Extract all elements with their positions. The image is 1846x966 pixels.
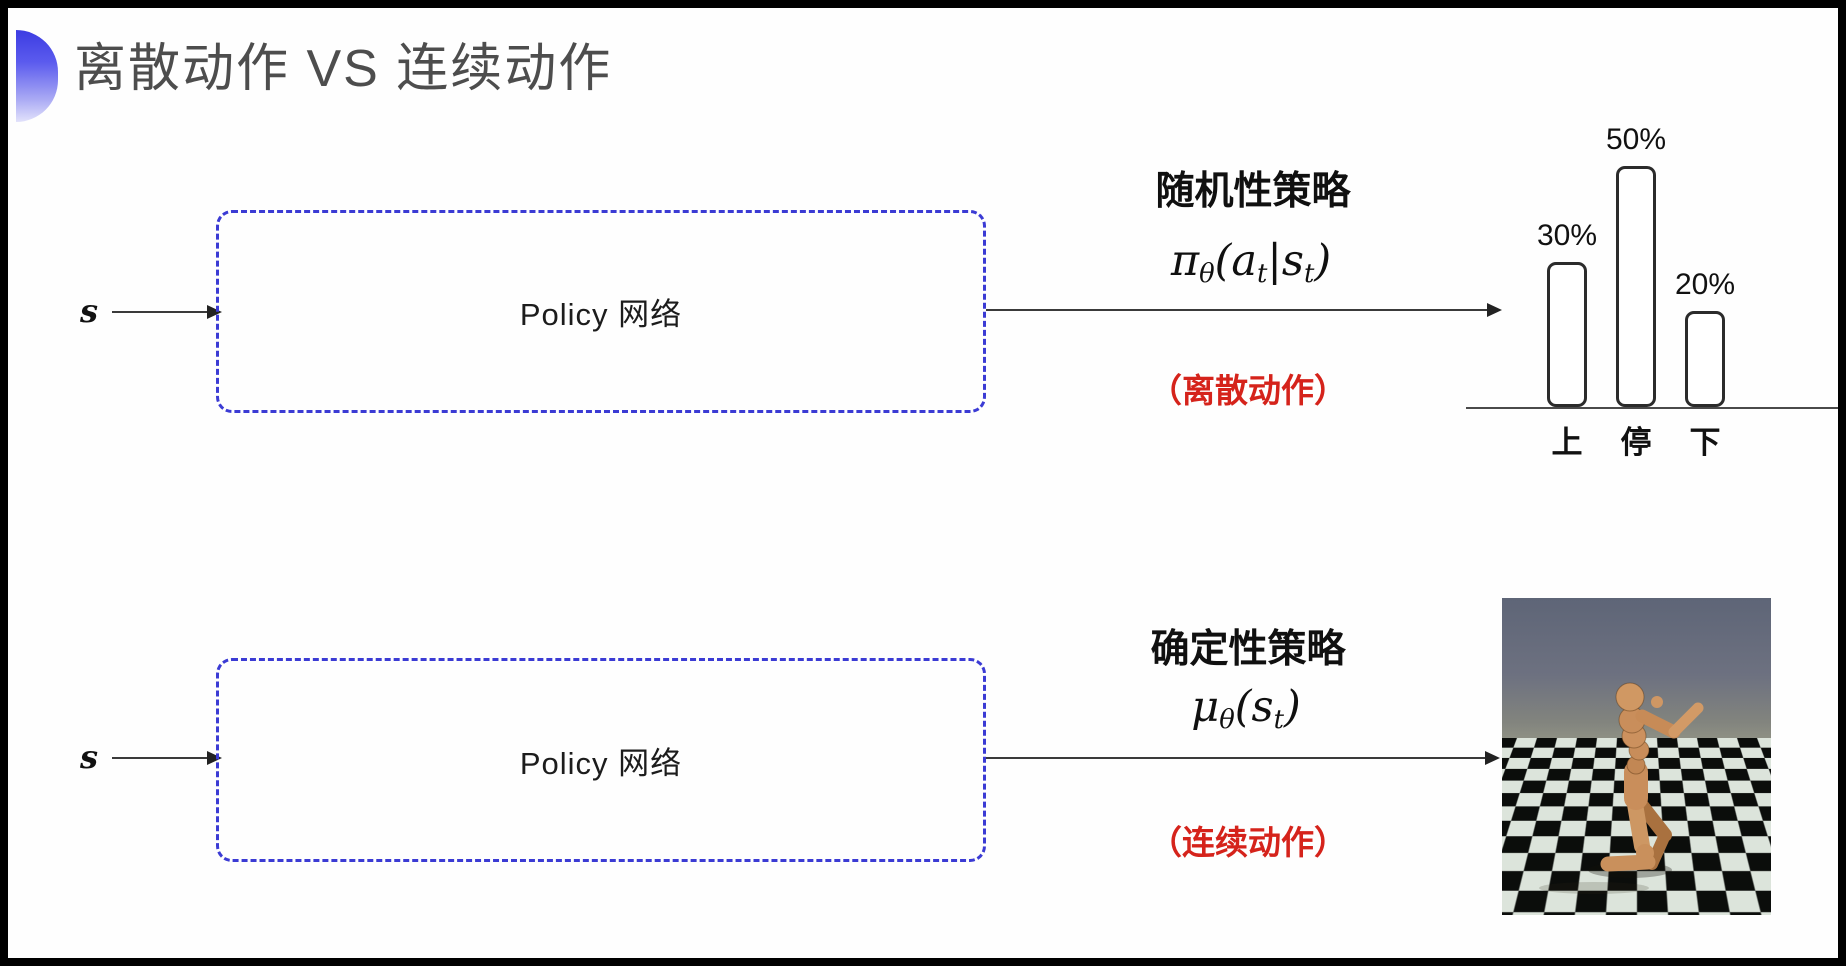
bar-column: 20% bbox=[1677, 268, 1733, 407]
bar-column: 50% bbox=[1608, 123, 1664, 407]
state-input-label-top: s bbox=[80, 292, 98, 330]
output-arrow-top bbox=[986, 309, 1490, 311]
policy-type-title-top: 随机性策略 bbox=[1093, 160, 1413, 216]
output-arrow-bottom bbox=[986, 757, 1488, 759]
continuous-action-note: （连续动作） bbox=[1088, 816, 1408, 864]
title-bullet-icon bbox=[16, 30, 58, 122]
bar-category-label: 上 bbox=[1539, 417, 1595, 462]
page-title: 离散动作 VS 连续动作 bbox=[74, 38, 612, 100]
discrete-action-note: （离散动作） bbox=[1088, 364, 1408, 412]
bar-value-label: 50% bbox=[1606, 123, 1666, 157]
humanoid-robot-image bbox=[1502, 598, 1771, 915]
input-arrow-top bbox=[112, 311, 210, 313]
bar-value-label: 30% bbox=[1537, 219, 1597, 253]
slide: 离散动作 VS 连续动作 s Policy 网络 随机性策略 πθ(at|st)… bbox=[8, 8, 1838, 958]
bar-category-label: 下 bbox=[1677, 417, 1733, 462]
stochastic-policy-formula: πθ(at|st) bbox=[1091, 236, 1411, 289]
bar-column: 30% bbox=[1539, 219, 1595, 407]
policy-network-box-bottom: Policy 网络 bbox=[216, 658, 986, 862]
bar bbox=[1616, 166, 1656, 407]
action-probability-bar-chart: 30% 50% 20% bbox=[1466, 104, 1838, 409]
humanoid-robot-illustration bbox=[1502, 598, 1771, 915]
bar-category-label: 停 bbox=[1608, 417, 1664, 462]
input-arrow-bottom bbox=[112, 757, 210, 759]
policy-network-label-bottom: Policy 网络 bbox=[520, 738, 682, 783]
deterministic-policy-formula: μθ(st) bbox=[1086, 682, 1406, 735]
policy-network-label-top: Policy 网络 bbox=[520, 289, 682, 334]
bar-value-label: 20% bbox=[1675, 268, 1735, 302]
bar bbox=[1685, 311, 1725, 407]
bar bbox=[1547, 262, 1587, 407]
policy-network-box-top: Policy 网络 bbox=[216, 210, 986, 413]
state-input-label-bottom: s bbox=[80, 738, 98, 776]
bar-chart-category-labels: 上停下 bbox=[1466, 417, 1838, 462]
policy-type-title-bottom: 确定性策略 bbox=[1088, 618, 1408, 674]
